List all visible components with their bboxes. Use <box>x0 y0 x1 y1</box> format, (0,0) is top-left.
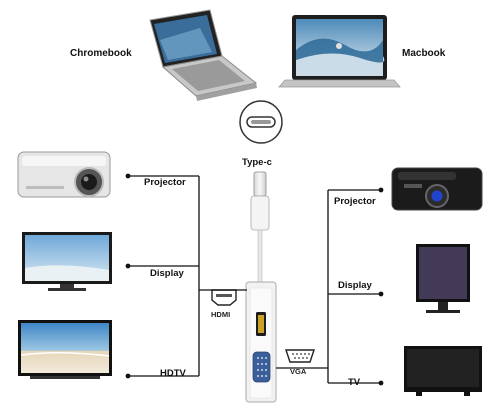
projector-image-left <box>17 151 111 198</box>
chromebook-image <box>149 9 258 101</box>
adapter-hub <box>245 281 277 403</box>
tv-image-right <box>404 346 482 396</box>
type-c-connector-icon <box>239 100 283 144</box>
chromebook-label: Chromebook <box>70 48 132 59</box>
usb-c-cable <box>250 171 270 283</box>
hdmi-bracket-dots <box>125 173 131 379</box>
vga-port <box>252 351 271 383</box>
vga-projector-label: Projector <box>334 196 376 207</box>
macbook-image <box>278 15 401 88</box>
hdtv-image-left <box>18 320 112 379</box>
display-image-right <box>416 244 470 313</box>
vga-bracket-dots <box>378 187 384 386</box>
hdmi-display-label: Display <box>150 268 185 279</box>
vga-bracket-lines <box>276 189 381 384</box>
vga-tv-label: TV <box>348 377 361 388</box>
vga-icon <box>285 349 315 363</box>
projector-image-right <box>391 167 483 211</box>
hdmi-bracket-lines <box>128 175 247 377</box>
hdmi-label: HDMI <box>211 310 230 319</box>
type-c-label: Type-c <box>242 157 272 168</box>
display-image-left <box>22 232 112 291</box>
vga-display-label: Display <box>338 280 373 291</box>
hdmi-hdtv-label: HDTV <box>160 368 187 379</box>
vga-label: VGA <box>290 367 307 376</box>
macbook-label: Macbook <box>402 48 446 59</box>
hdmi-icon <box>211 289 237 306</box>
hdmi-projector-label: Projector <box>144 177 186 188</box>
